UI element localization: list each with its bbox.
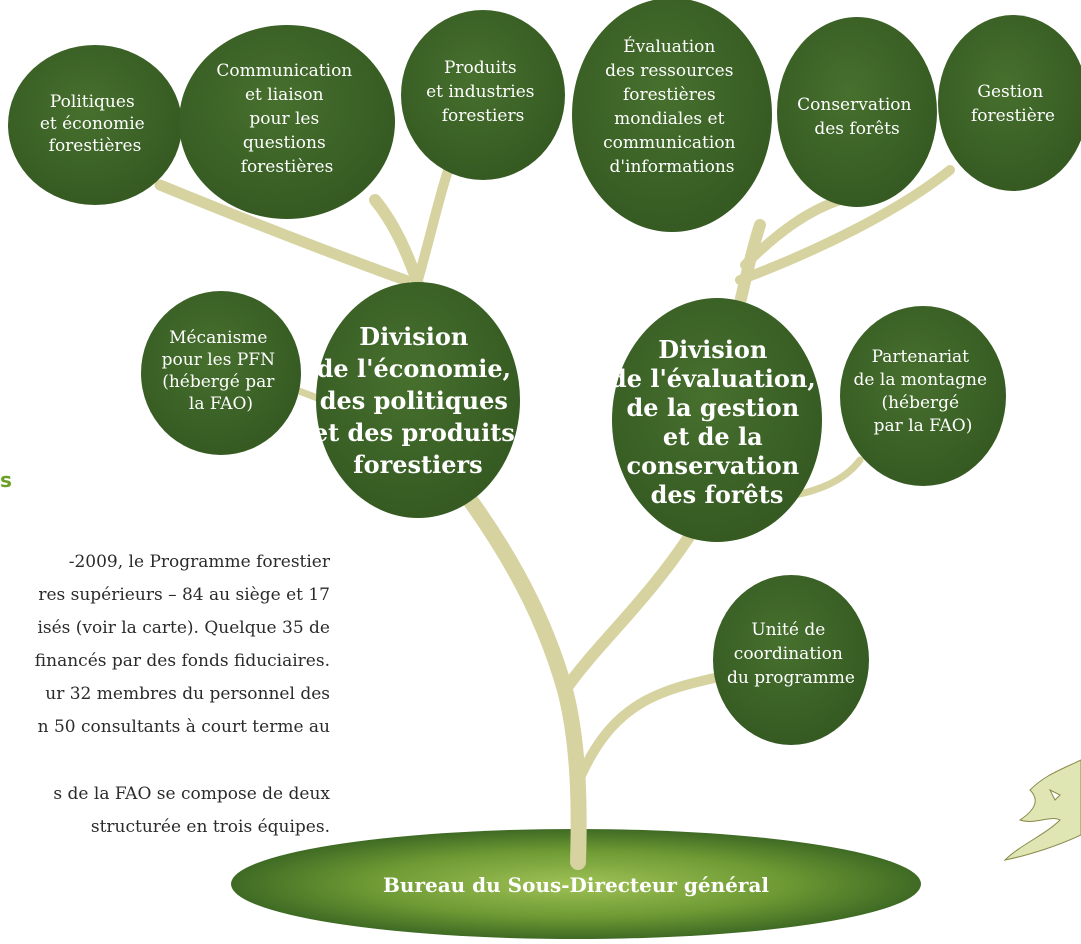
node-line: de la gestion: [626, 393, 799, 422]
svg-text:Communication et liaison: Communication et liaison pour les questi…: [216, 61, 357, 177]
node-line: Mécanisme: [169, 328, 267, 348]
svg-text:Conservation des forêts: Conservation des forêts: [797, 95, 917, 139]
node-line: et de la: [663, 422, 763, 451]
node-bubble: [141, 291, 301, 455]
paragraph-line: s de la FAO se compose de deux: [53, 784, 330, 804]
node-line: du programme: [727, 668, 855, 688]
paragraph-line: isés (voir la carte). Quelque 35 de: [37, 618, 330, 638]
node-line: Produits: [444, 58, 517, 78]
node-bubble: [840, 306, 1006, 486]
node-line: Gestion: [977, 82, 1043, 102]
branch-gestion: [735, 165, 955, 285]
node-line: Communication: [216, 61, 352, 81]
node-bubble: [179, 25, 395, 219]
paragraph-line: ur 32 membres du personnel des: [45, 684, 330, 704]
node-line: et des produits: [313, 418, 515, 447]
trunk: [462, 492, 587, 870]
node-division-economie: Division de l'économie, des politiques e…: [313, 282, 523, 518]
branch-partenariat: [791, 456, 864, 499]
svg-text:Division de l'économie,: Division de l'économie, des politiques e…: [313, 322, 523, 479]
node-line: (hébergé par: [162, 372, 275, 392]
node-line: forestiers: [442, 106, 525, 126]
node-line: mondiales et: [614, 109, 724, 129]
svg-text:Produits et industries: Produits et industries forestiers: [426, 58, 540, 126]
svg-text:Gestion forestière: Gestion forestière: [971, 82, 1055, 126]
svg-text:Partenariat de la montag: Partenariat de la montagne (hébergé par …: [854, 347, 993, 436]
paragraph-line: -2009, le Programme forestier: [68, 552, 330, 572]
node-line: forestière: [971, 106, 1055, 126]
node-line: des politiques: [320, 386, 508, 415]
node-conservation: Conservation des forêts: [777, 17, 937, 207]
paragraph-line: financés par des fonds fiduciaires.: [34, 651, 330, 671]
node-politiques: Politiques et économie forestières: [8, 45, 182, 205]
node-line: Politiques: [50, 92, 135, 112]
node-line: Conservation: [797, 95, 911, 115]
node-line: et industries: [426, 82, 534, 102]
node-bubble: [8, 45, 182, 205]
node-line: Évaluation: [623, 36, 715, 57]
node-gestion: Gestion forestière: [938, 15, 1081, 191]
node-bubble: [938, 15, 1081, 191]
body-paragraph-2: s de la FAO se compose de deux structuré…: [0, 778, 330, 844]
paragraph-line: n 50 consultants à court terme au: [37, 717, 330, 737]
branch-unite: [570, 670, 733, 795]
node-bubble: [316, 282, 520, 518]
node-line: pour les: [249, 109, 319, 129]
node-line: de l'évaluation,: [610, 364, 816, 393]
trunk-upper: [559, 514, 706, 696]
tree-branches: [154, 145, 955, 870]
svg-text:Mécanisme pour les PFN: Mécanisme pour les PFN (hébergé par la F…: [162, 328, 281, 414]
node-bubble: [612, 298, 822, 542]
svg-text:Évaluation des ressource: Évaluation des ressources forestières mo…: [603, 36, 741, 177]
node-communication: Communication et liaison pour les questi…: [179, 25, 395, 219]
node-unite: Unité de coordination du programme: [713, 575, 869, 745]
node-line: et économie: [40, 114, 145, 134]
node-bubble: [777, 17, 937, 207]
node-line: d'informations: [609, 157, 734, 177]
ground-label: Bureau du Sous-Directeur général: [383, 873, 769, 897]
node-bubble: [713, 575, 869, 745]
node-line: Division: [658, 335, 767, 364]
node-line: de l'économie,: [317, 354, 511, 383]
node-line: conservation: [626, 451, 799, 480]
node-line: des ressources: [605, 61, 733, 81]
node-bubble: [401, 10, 565, 180]
node-line: (hébergé: [881, 393, 959, 413]
node-line: coordination: [734, 644, 843, 664]
node-line: Partenariat: [872, 347, 970, 367]
node-line: questions: [243, 133, 326, 153]
node-line: de la montagne: [854, 370, 988, 390]
paragraph-line: res supérieurs – 84 au siège et 17: [38, 585, 330, 605]
section-heading-fragment: s: [0, 468, 12, 492]
node-line: la FAO): [189, 394, 253, 414]
node-evaluation: Évaluation des ressources forestières mo…: [572, 0, 772, 232]
ground-ellipse: [231, 829, 921, 939]
svg-text:Politiques et économie: Politiques et économie forestières: [40, 92, 150, 156]
node-line: communication: [603, 133, 735, 153]
node-line: forestières: [49, 136, 142, 156]
node-line: forestières: [241, 157, 334, 177]
body-paragraph-1: -2009, le Programme forestier res supéri…: [0, 546, 330, 744]
map-fragment-icon: [1003, 759, 1081, 861]
node-line: Division: [359, 322, 468, 351]
node-line: pour les PFN: [162, 350, 275, 370]
node-produits: Produits et industries forestiers: [401, 10, 565, 180]
node-line: Unité de: [751, 620, 825, 640]
node-line: des forêts: [814, 119, 899, 139]
paragraph-line: structurée en trois équipes.: [90, 817, 330, 837]
node-line: forestières: [623, 85, 716, 105]
node-line: des forêts: [651, 480, 784, 509]
node-division-evaluation: Division de l'évaluation, de la gestion …: [610, 298, 824, 542]
node-partenariat: Partenariat de la montagne (hébergé par …: [840, 306, 1006, 486]
branch-conservation: [740, 195, 845, 270]
node-line: par la FAO): [874, 416, 973, 436]
node-mecanisme: Mécanisme pour les PFN (hébergé par la F…: [141, 291, 301, 455]
node-bubble: [572, 0, 772, 232]
node-line: forestiers: [353, 450, 482, 479]
svg-text:Division de l'évaluation: Division de l'évaluation, de la gestion …: [610, 335, 824, 509]
branch-politiques: [154, 179, 411, 286]
svg-text:Unité de coordination: Unité de coordination du programme: [727, 620, 855, 688]
node-line: et liaison: [245, 85, 324, 105]
